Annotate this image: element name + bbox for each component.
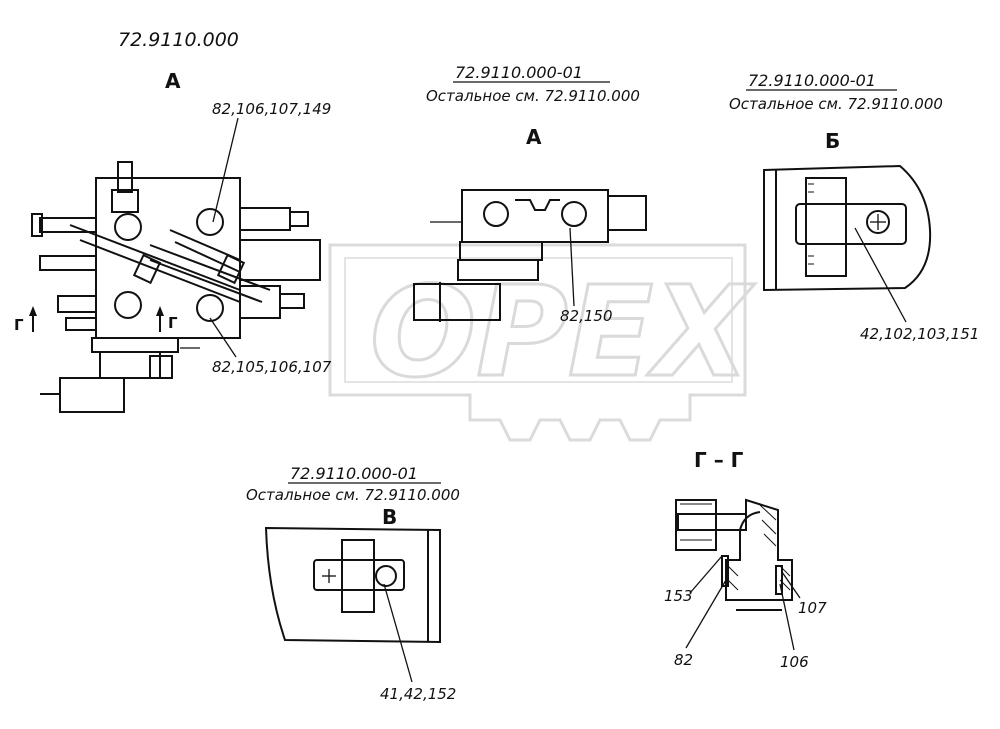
view-b-note: Остальное см. 72.9110.000: [729, 95, 943, 113]
view-a-left-letter: А: [165, 69, 181, 93]
view-v-note: Остальное см. 72.9110.000: [246, 486, 460, 504]
view-a-center-code: 72.9110.000-01: [455, 63, 583, 82]
section-gg-title: Г – Г: [694, 448, 744, 472]
view-b: 72.9110.000-01 Остальное см. 72.9110.000…: [729, 71, 979, 343]
section-mark-left: Г: [14, 316, 24, 334]
watermark-text: OPEX: [370, 260, 755, 405]
view-a-left-callout-top: 82,106,107,149: [212, 100, 331, 118]
main-drawing-code: 72.9110.000: [118, 29, 239, 51]
view-a-center-note: Остальное см. 72.9110.000: [426, 87, 640, 105]
section-mark-right: Г: [168, 314, 178, 332]
view-a-center-callout: 82,150: [560, 307, 613, 325]
section-gg-callout-106: 106: [780, 653, 809, 671]
section-gg-callout-107: 107: [798, 599, 827, 617]
view-v-code: 72.9110.000-01: [290, 464, 418, 483]
watermark-gear-icon: [328, 243, 747, 442]
view-a-center-letter: А: [526, 125, 542, 149]
view-b-code: 72.9110.000-01: [748, 71, 876, 90]
view-a-left: А 82,106,107,149: [14, 69, 332, 413]
section-gg-callout-82: 82: [674, 651, 693, 669]
section-gg-callout-153: 153: [664, 587, 693, 605]
view-a-left-callout-bottom: 82,105,106,107: [212, 358, 332, 376]
view-v-callout: 41,42,152: [380, 685, 456, 703]
view-v: 72.9110.000-01 Остальное см. 72.9110.000…: [246, 464, 460, 703]
view-a-center: 72.9110.000-01 Остальное см. 72.9110.000…: [413, 63, 647, 325]
view-b-callout: 42,102,103,151: [860, 325, 979, 343]
view-v-letter: В: [382, 505, 397, 529]
section-gg: Г – Г 153 82 106 107: [664, 448, 827, 671]
watermark-logo: OPEX: [328, 243, 757, 442]
view-b-letter: Б: [825, 129, 840, 153]
